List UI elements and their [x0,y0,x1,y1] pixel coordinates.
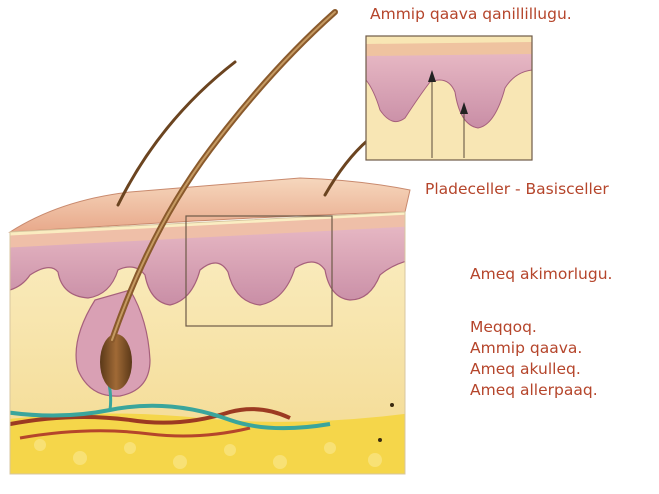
layer-list-item-subcutis: Ameq allerpaaq. [470,381,598,402]
layer-list-item-dermis: Ameq akulleq. [470,360,598,381]
cells-label: Pladeceller - Basisceller [425,180,609,199]
layer-list-item-hair: Meqqoq. [470,318,598,339]
layer-list: Meqqoq. Ammip qaava. Ameq akulleq. Ameq … [470,318,598,402]
epidermis-top-label: Ammip qaava qanillillugu. [370,5,572,24]
cross-section-label: Ameq akimorlugu. [470,265,612,284]
subcutis-layer [0,412,420,480]
zoom-inset [366,36,532,160]
hair-bulb [100,334,132,390]
layer-list-item-epidermis: Ammip qaava. [470,339,598,360]
hair-shaft-left [118,62,235,205]
